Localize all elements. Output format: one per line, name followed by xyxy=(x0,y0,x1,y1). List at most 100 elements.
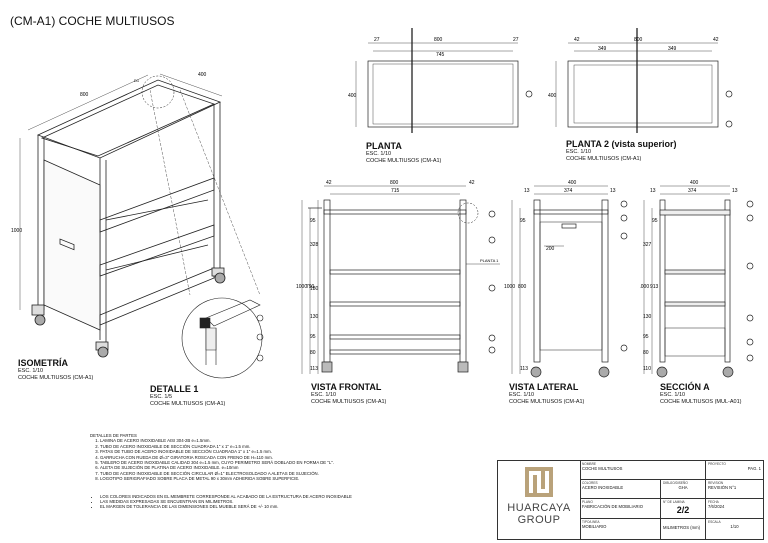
view-label-frontal: VISTA FRONTAL ESC. 1/10 COCHE MULTIUSOS … xyxy=(311,382,386,406)
dim-800: 800 xyxy=(80,92,89,98)
view-title: PLANTA xyxy=(366,141,402,151)
dim-800: 800 xyxy=(390,180,399,186)
logo-mark xyxy=(525,467,553,497)
dim-113: 113 xyxy=(310,366,318,372)
view-title: ISOMETRÍA xyxy=(18,358,69,368)
view-title: VISTA FRONTAL xyxy=(311,382,382,392)
dim-1000: 1000 xyxy=(504,284,515,290)
section-marker: PLANTA 1 xyxy=(480,258,499,263)
sheet-title: (CM-A1) COCHE MULTIUSOS xyxy=(10,14,175,28)
dim-110: 110 xyxy=(643,366,651,372)
planta2-drawing: 42 800 42 349 349 400 xyxy=(548,28,733,133)
field-proyecto: PROYECTO PAG. 1 xyxy=(706,461,763,480)
label: FECHA xyxy=(708,500,719,504)
dim-113: 113 xyxy=(520,366,528,372)
value: 2/2 xyxy=(676,505,690,515)
dim-1000: 1000 xyxy=(296,284,307,290)
parts-list: LAMINA DE ACERO INOXIDABLE AISI 304-2B e… xyxy=(90,438,420,481)
view-scale: ESC. 1/10 xyxy=(311,392,337,398)
notes-heading: DETALLES DE PARTES xyxy=(90,433,137,438)
dim-790: 790 xyxy=(306,284,315,290)
view-subtitle: COCHE MULTIUSOS (CM-A1) xyxy=(366,158,442,164)
dim-80: 80 xyxy=(310,350,316,356)
planta-drawing: 27 800 27 745 400 xyxy=(348,28,533,133)
label: DIBUJO/DISEÑO xyxy=(663,481,688,485)
label: TIPO/LINEA xyxy=(582,520,600,524)
dim-180: 180 xyxy=(310,286,319,292)
dim-800: 800 xyxy=(434,37,443,43)
view-title: VISTA LATERAL xyxy=(509,382,579,392)
view-label-isometria: ISOMETRÍA ESC. 1/10 COCHE MULTIUSOS (CM-… xyxy=(18,358,93,382)
field-dibujo: DIBUJO/DISEÑO GHA xyxy=(661,480,706,499)
field-plano: PLANO FABRICACIÓN DE MOBILIARIO xyxy=(580,499,661,519)
dim-13: 13 xyxy=(650,188,656,194)
list-item: LAMINA DE ACERO INOXIDABLE AISI 304-2B e… xyxy=(100,438,420,443)
dim-42: 42 xyxy=(574,37,580,43)
value: 1/10 xyxy=(730,524,739,529)
dim-400: 400 xyxy=(548,93,557,99)
view-scale: ESC. 1/10 xyxy=(566,149,592,155)
view-scale: ESC. 1/10 xyxy=(366,151,392,157)
value: FABRICACIÓN DE MOBILIARIO xyxy=(582,504,643,509)
view-scale: ESC. 1/10 xyxy=(660,392,686,398)
list-item: LOGOTIPO SERIGRAFIADO SOBRE PLACA DE MET… xyxy=(100,476,420,481)
dim-327: 327 xyxy=(643,242,652,248)
dim-1000: 1000 xyxy=(11,228,22,234)
dim-13: 13 xyxy=(610,188,616,194)
field-tipo: TIPO/LINEA MOBILIARIO xyxy=(580,519,661,539)
view-subtitle: COCHE MULTIUSOS (CM-A1) xyxy=(566,156,642,162)
dim-1000: 1000 xyxy=(640,284,649,290)
label: COLORES xyxy=(582,481,598,485)
list-item: EL MARGEN DE TOLERANCIA DE LAS DIMENSION… xyxy=(100,504,420,509)
value: 7/6/2024 xyxy=(708,504,725,509)
dim-13: 13 xyxy=(732,188,738,194)
label: PROYECTO xyxy=(708,462,726,466)
dim-130: 130 xyxy=(310,314,319,320)
value: MILIMETROS (mm) xyxy=(663,525,700,530)
brand-name: HUARCAYA xyxy=(507,502,571,514)
dim-745: 745 xyxy=(436,52,445,58)
label: NOMBRE xyxy=(582,462,596,466)
value: MOBILIARIO xyxy=(582,524,607,529)
value: ACERO INOXIDABLE xyxy=(582,485,624,490)
value: COCHE MULTIUSOS xyxy=(582,466,623,471)
dim-400: 400 xyxy=(690,180,699,186)
dim-328: 328 xyxy=(310,242,319,248)
general-notes: LOS COLORES INDICADOS EN EL MEMBRETE COR… xyxy=(90,494,420,510)
dim-42: 42 xyxy=(469,180,475,186)
dim-374: 374 xyxy=(688,188,697,194)
dim-400: 400 xyxy=(348,93,357,99)
dim-130: 130 xyxy=(643,314,652,320)
company-logo: HUARCAYA GROUP xyxy=(498,461,581,539)
dim-374: 374 xyxy=(564,188,573,194)
list-item: TUBO DE ACERO INOXIDABLE DE SECCIÓN CUAD… xyxy=(100,444,420,449)
dim-800: 800 xyxy=(518,284,527,290)
dim-27: 27 xyxy=(513,37,519,43)
label: ESCALA xyxy=(708,520,721,524)
field-unidad: MILIMETROS (mm) xyxy=(661,519,706,539)
seccion-drawing: 400 13 374 13 1000 913 95 327 130 95 80 … xyxy=(640,180,754,378)
view-subtitle: COCHE MULTIUSOS (MUL-A01) xyxy=(660,399,742,405)
dim-13: 13 xyxy=(524,188,530,194)
frontal-drawing: 42 800 42 715 1000 790 95 328 180 130 95… xyxy=(296,180,500,374)
view-scale: ESC. 1/10 xyxy=(18,368,44,374)
dim-95: 95 xyxy=(652,218,658,224)
list-item: GARRUCHA CON RUEDA DE Ø=3" GIRATORIA ROS… xyxy=(100,455,420,460)
dim-400: 400 xyxy=(198,72,207,78)
parts-notes: DETALLES DE PARTES LAMINA DE ACERO INOXI… xyxy=(90,433,420,510)
view-subtitle: COCHE MULTIUSOS (CM-A1) xyxy=(509,399,585,405)
label: PLANO xyxy=(582,500,593,504)
list-item: TUBO DE ACERO INOXIDABLE DE SECCIÓN CIRC… xyxy=(100,471,420,476)
dim-349: 349 xyxy=(668,46,677,52)
isometric-drawing: 800 400 1000 D1 xyxy=(11,72,226,358)
field-colores: COLORES ACERO INOXIDABLE xyxy=(580,480,661,499)
view-scale: ESC. 1/5 xyxy=(150,394,173,400)
view-label-lateral: VISTA LATERAL ESC. 1/10 COCHE MULTIUSOS … xyxy=(509,382,584,406)
title-block: HUARCAYA GROUP NOMBRE COCHE MULTIUSOS PR… xyxy=(497,460,764,540)
dim-800: 800 xyxy=(634,37,643,43)
dim-400: 400 xyxy=(568,180,577,186)
dim-42: 42 xyxy=(326,180,332,186)
list-item: LAS MEDIDAS EXPRESADAS SE ENCUENTRAN EN … xyxy=(100,499,420,504)
view-title: DETALLE 1 xyxy=(150,384,199,394)
dim-80: 80 xyxy=(643,350,649,356)
